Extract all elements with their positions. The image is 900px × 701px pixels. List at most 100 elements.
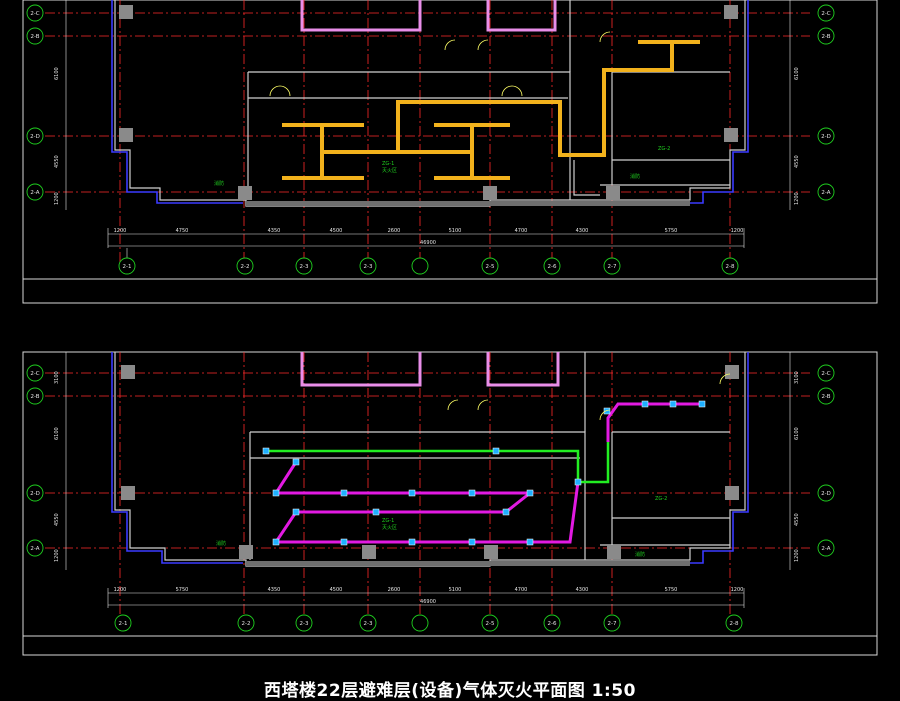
nozzle bbox=[641, 400, 649, 408]
nozzle bbox=[372, 508, 380, 516]
side-dimensions: 3100 6100 4550 1200 3100 6100 4550 1200 bbox=[54, 352, 800, 570]
sheet-frame bbox=[22, 0, 878, 304]
grid-label: 2-2 bbox=[242, 621, 251, 627]
svg-text:ZG-2: ZG-2 bbox=[658, 146, 670, 152]
overall-dimension: 46900 bbox=[420, 599, 436, 605]
grid-bubbles-side: 2-C 2-B 2-D 2-A 2-C 2-B 2-D 2-A bbox=[26, 364, 835, 557]
grid-label: 2-3 bbox=[364, 621, 373, 627]
dimension-value: 5750 bbox=[665, 587, 678, 593]
grid-label: 2-5 bbox=[486, 264, 495, 270]
side-dimension: 6100 bbox=[54, 427, 60, 440]
side-dimensions: 6100 4550 1200 6100 4550 1200 bbox=[54, 0, 800, 210]
grid-label: 2-C bbox=[30, 11, 39, 17]
dimension-texts: 1200 5750 4350 4500 2600 5100 4700 4300 … bbox=[114, 587, 744, 605]
annotations: ZG-1 灭火区 ZG-2 消防 消防 bbox=[216, 496, 667, 558]
grid-label: 2-3 bbox=[364, 264, 373, 270]
grid-label: 2-B bbox=[821, 394, 830, 400]
grid-label: 2-A bbox=[821, 190, 830, 196]
nozzle bbox=[340, 489, 348, 497]
svg-text:灭火区: 灭火区 bbox=[382, 168, 397, 174]
side-dimension: 4550 bbox=[794, 513, 800, 526]
column bbox=[121, 365, 135, 379]
grid-label: 2-1 bbox=[123, 264, 132, 270]
dimension-value: 5100 bbox=[449, 587, 462, 593]
svg-text:消防: 消防 bbox=[216, 540, 226, 547]
axis-grid bbox=[45, 352, 810, 625]
grid-label: 2-6 bbox=[548, 621, 557, 627]
sheet-frame bbox=[22, 351, 878, 656]
plan-bottom: ZG-1 灭火区 ZG-2 消防 消防 1200 5750 4350 4500 … bbox=[22, 351, 878, 656]
grid-label: 2-8 bbox=[726, 264, 735, 270]
nozzle bbox=[292, 458, 300, 466]
svg-text:ZG-1: ZG-1 bbox=[382, 518, 394, 524]
nozzle bbox=[574, 478, 582, 486]
grid-label: 2-5 bbox=[486, 621, 495, 627]
grid-bubbles-bottom: 2-1 2-2 2-3 2-3 2-5 2-6 2-7 2-8 bbox=[118, 248, 739, 275]
nozzle bbox=[468, 489, 476, 497]
dimension-value: 4300 bbox=[576, 228, 589, 234]
svg-text:ZG-1: ZG-1 bbox=[382, 161, 394, 167]
grid-label: 2-C bbox=[30, 371, 39, 377]
core-partitions bbox=[300, 352, 560, 387]
nozzle bbox=[408, 489, 416, 497]
side-dimension: 4550 bbox=[54, 155, 60, 168]
nozzles bbox=[262, 400, 706, 546]
nozzle bbox=[272, 538, 280, 546]
annotations: ZG-1 灭火区 ZG-2 消防 消防 bbox=[214, 146, 670, 187]
dimension-value: 4350 bbox=[268, 228, 281, 234]
column bbox=[483, 186, 497, 200]
column bbox=[362, 545, 376, 559]
drawing-title: 西塔楼22层避难层(设备)气体灭火平面图 1:50 bbox=[264, 681, 636, 701]
dimension-value: 1200 bbox=[731, 228, 744, 234]
grid-label: 2-C bbox=[821, 371, 830, 377]
dimension-value: 1200 bbox=[114, 587, 127, 593]
door-symbols bbox=[269, 31, 611, 97]
side-dimension: 4550 bbox=[794, 155, 800, 168]
column bbox=[119, 128, 133, 142]
dimension-chain bbox=[107, 228, 745, 248]
svg-text:灭火区: 灭火区 bbox=[382, 525, 397, 531]
nozzle bbox=[669, 400, 677, 408]
dimension-value: 4750 bbox=[176, 228, 189, 234]
column bbox=[239, 545, 253, 559]
side-dimension: 1200 bbox=[54, 549, 60, 562]
grid-label: 2-D bbox=[30, 491, 40, 497]
grid-bubbles-side: 2-C 2-B 2-D 2-A 2-C 2-B 2-D 2-A bbox=[26, 4, 835, 201]
overall-dimension: 46900 bbox=[420, 240, 436, 246]
nozzle bbox=[526, 489, 534, 497]
nozzle bbox=[502, 508, 510, 516]
grid-label: 2-8 bbox=[730, 621, 739, 627]
nozzle bbox=[603, 407, 611, 415]
dimension-chain bbox=[107, 588, 745, 608]
svg-text:消防: 消防 bbox=[630, 173, 640, 180]
dimension-value: 4500 bbox=[330, 228, 343, 234]
grid-label: 2-1 bbox=[119, 621, 128, 627]
side-dimension: 3100 bbox=[54, 371, 60, 384]
gas-pipes-top bbox=[282, 40, 700, 180]
grid-label: 2-3 bbox=[300, 264, 309, 270]
dimension-value: 4300 bbox=[576, 587, 589, 593]
grid-label: 2-7 bbox=[608, 264, 617, 270]
grid-label: 2-B bbox=[821, 34, 830, 40]
grid-label: 2-B bbox=[30, 34, 39, 40]
side-dimension: 3100 bbox=[794, 371, 800, 384]
nozzle bbox=[698, 400, 706, 408]
svg-text:ZG-2: ZG-2 bbox=[655, 496, 667, 502]
columns bbox=[121, 365, 739, 559]
dimension-value: 5750 bbox=[176, 587, 189, 593]
column bbox=[724, 5, 738, 19]
nozzle bbox=[492, 447, 500, 455]
column bbox=[607, 545, 621, 559]
dimension-value: 2600 bbox=[388, 228, 401, 234]
svg-text:消防: 消防 bbox=[635, 551, 645, 558]
grid-label: 2-C bbox=[821, 11, 830, 17]
nozzle bbox=[292, 508, 300, 516]
grid-label: 2-A bbox=[30, 190, 39, 196]
column bbox=[484, 545, 498, 559]
side-dimension: 6100 bbox=[794, 427, 800, 440]
facade-edge bbox=[111, 352, 749, 564]
side-dimension: 1200 bbox=[794, 549, 800, 562]
column bbox=[238, 186, 252, 200]
door-symbols bbox=[447, 373, 731, 421]
